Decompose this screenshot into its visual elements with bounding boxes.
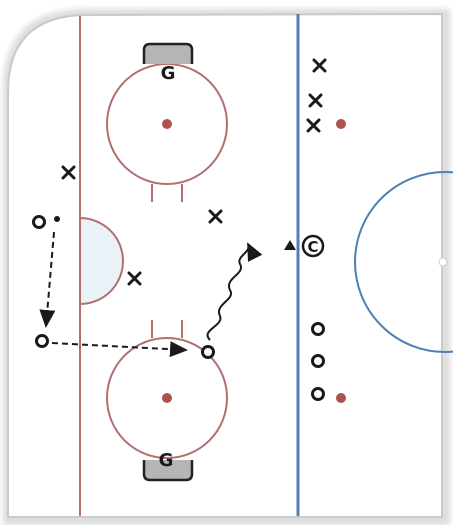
goal-crease	[79, 216, 124, 306]
defense-markers	[32, 215, 325, 401]
coach-arrow-icon	[284, 240, 296, 250]
forward-x-1	[312, 58, 327, 73]
defense-o-1	[32, 215, 46, 229]
forward-markers	[61, 58, 327, 286]
faceoff-dot-bottom	[162, 393, 172, 403]
goalie-top-label: G	[161, 63, 176, 84]
center-dot	[438, 257, 448, 267]
forward-x-2	[308, 93, 323, 108]
defense-o-4	[311, 322, 325, 336]
rink-ice	[7, 12, 443, 518]
faceoff-dot-top	[162, 119, 172, 129]
goalie-net-top: G	[142, 42, 194, 84]
defense-o-6	[311, 387, 325, 401]
defense-o-3	[201, 345, 215, 359]
forward-x-3	[306, 118, 321, 133]
forward-x-5	[208, 209, 223, 224]
pass-arrow-down	[39, 231, 56, 328]
neutral-dot-bottom	[336, 393, 346, 403]
coach-label: C	[307, 238, 318, 256]
goalie-net-bottom: G	[142, 450, 194, 482]
defense-o-5	[311, 354, 325, 368]
defense-o-2	[35, 334, 49, 348]
puck	[54, 216, 60, 222]
rink-boards	[3, 9, 450, 525]
skate-path-arrow	[206, 242, 263, 341]
forward-x-6	[127, 271, 142, 286]
coach-marker: C	[284, 234, 325, 258]
forward-x-4	[61, 165, 76, 180]
center-circle	[354, 171, 453, 353]
neutral-dot-top	[336, 119, 346, 129]
pass-arrow-across	[51, 341, 188, 358]
faceoff-circle-bottom	[106, 320, 228, 459]
goalie-bottom-label: G	[159, 450, 174, 471]
